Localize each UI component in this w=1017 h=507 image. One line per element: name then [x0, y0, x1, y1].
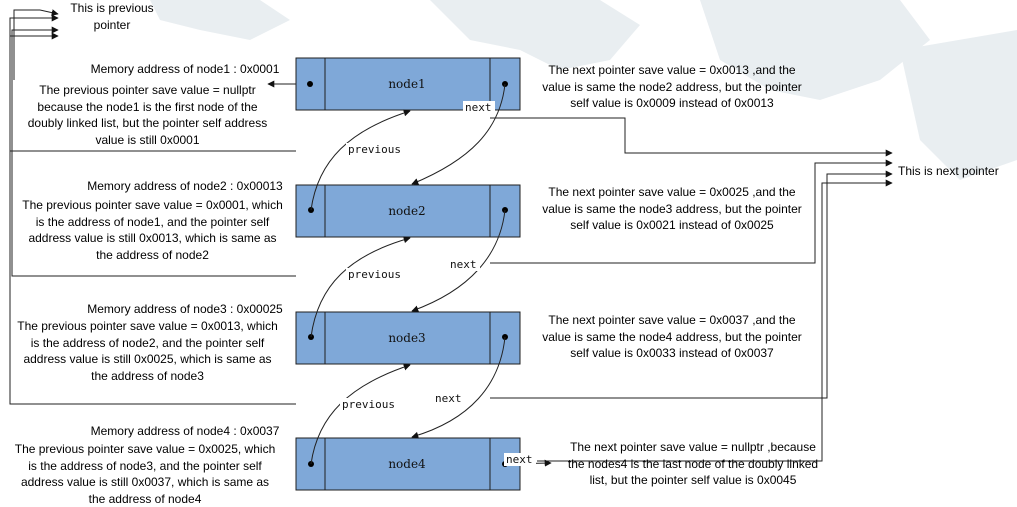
- next-label: next: [465, 101, 492, 114]
- previous-label: previous: [348, 143, 401, 156]
- node-box-2: node2: [295, 184, 521, 238]
- node2-address: Memory address of node2 : 0x00013: [87, 179, 283, 193]
- previous-label: previous: [342, 398, 395, 411]
- node1-prev-description: The previous pointer save value = nullpt…: [27, 83, 268, 147]
- node4-next-description: The next pointer save value = nullptr ,b…: [567, 440, 819, 487]
- previous-pointer-wires: [9, 9, 296, 405]
- pointer-labels: next previous next previous next previou…: [340, 101, 536, 466]
- node-label: node2: [388, 204, 425, 218]
- next-arrows: [411, 83, 552, 467]
- previous-label: previous: [348, 268, 401, 281]
- previous-pointer-caption: This is previous pointer: [62, 0, 162, 33]
- node3-next-description: The next pointer save value = 0x0037 ,an…: [542, 313, 802, 360]
- node1-address: Memory address of node1 : 0x0001: [90, 62, 280, 76]
- node4-address: Memory address of node4 : 0x0037: [90, 424, 280, 438]
- previous-arrows: [310, 109, 411, 465]
- next-label: next: [506, 453, 533, 466]
- caption-line: This is previous: [70, 1, 154, 15]
- node3-prev-description: The previous pointer save value = 0x0013…: [17, 319, 278, 383]
- node2-next-description: The next pointer save value = 0x0025 ,an…: [542, 185, 802, 232]
- node-label: node3: [388, 331, 425, 345]
- node1-next-description: The next pointer save value = 0x0013 ,an…: [542, 63, 802, 110]
- next-label: next: [450, 258, 477, 271]
- node-label: node4: [388, 457, 426, 471]
- node2-prev-description: The previous pointer save value = 0x0001…: [22, 198, 283, 262]
- next-pointer-wires: [490, 117, 893, 462]
- node4-prev-description: The previous pointer save value = 0x0025…: [14, 442, 276, 506]
- caption-line: pointer: [93, 17, 131, 32]
- prev-pointer-dot: [307, 81, 313, 87]
- node3-address: Memory address of node3 : 0x00025: [87, 302, 283, 316]
- world-map-watermark: [150, 0, 1017, 180]
- next-label: next: [435, 392, 462, 405]
- node-label: node1: [388, 77, 425, 91]
- node-box-4: node4: [295, 437, 521, 491]
- next-pointer-caption: This is next pointer: [898, 164, 999, 178]
- node-box-3: node3: [295, 311, 521, 365]
